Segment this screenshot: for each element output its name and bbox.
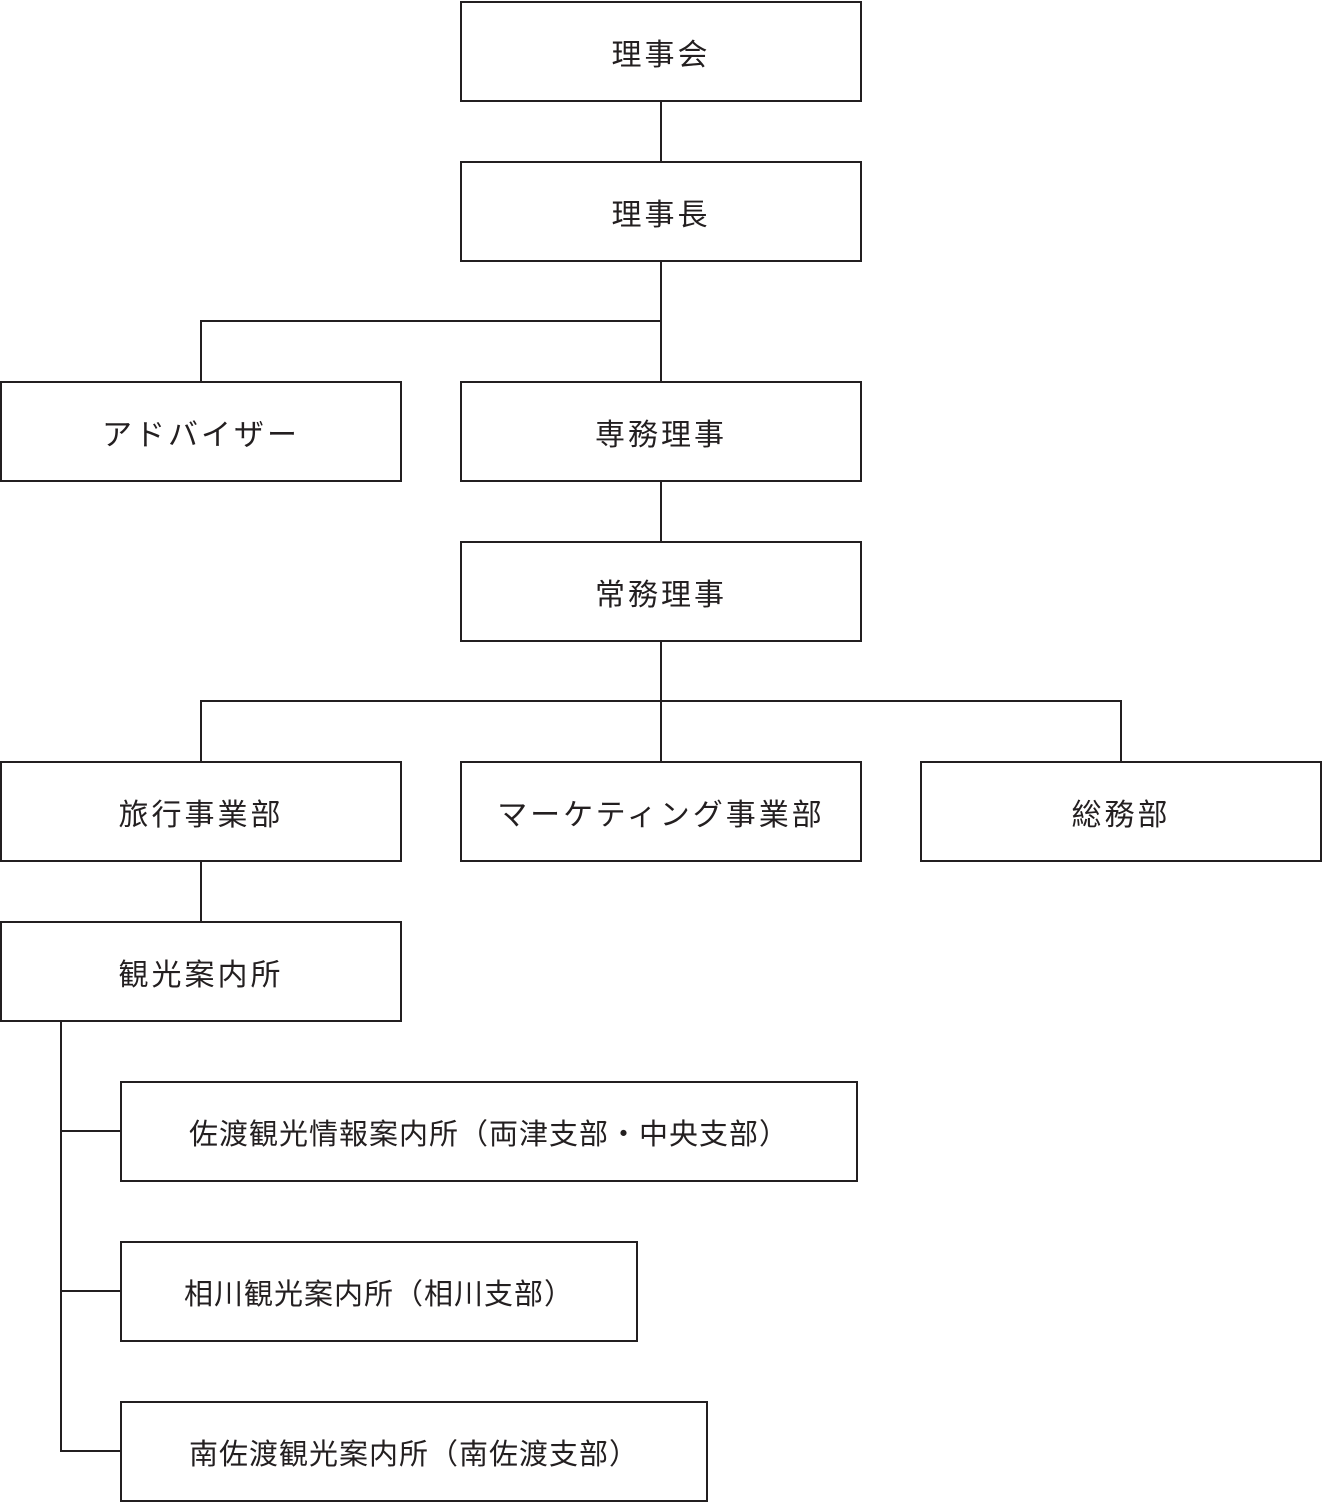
sado-info-center-box: 佐渡観光情報案内所（両津支部・中央支部） — [120, 1081, 858, 1182]
board-box: 理事会 — [460, 1, 862, 102]
senior-managing-director-label: 専務理事 — [595, 417, 727, 453]
connector-info-trunk — [60, 1020, 62, 1452]
senior-managing-director-box: 専務理事 — [460, 381, 862, 482]
connector-board-chairman — [660, 100, 662, 162]
connector-travel-info — [200, 860, 202, 922]
chairman-box: 理事長 — [460, 161, 862, 262]
aikawa-info-center-box: 相川観光案内所（相川支部） — [120, 1241, 638, 1342]
chairman-label: 理事長 — [611, 197, 711, 233]
tourist-info-center-box: 観光案内所 — [0, 921, 402, 1022]
connector-sado-branch — [60, 1130, 122, 1132]
connector-divisions-bar — [200, 700, 1122, 702]
connector-aikawa-branch — [60, 1290, 122, 1292]
advisor-label: アドバイザー — [102, 417, 300, 453]
minamisado-info-center-box: 南佐渡観光案内所（南佐渡支部） — [120, 1401, 708, 1502]
board-label: 理事会 — [611, 37, 711, 73]
marketing-division-box: マーケティング事業部 — [460, 761, 862, 862]
connector-general-drop — [1120, 700, 1122, 762]
connector-travel-drop — [200, 700, 202, 762]
connector-minamisado-branch — [60, 1450, 122, 1452]
tourist-info-center-label: 観光案内所 — [118, 957, 284, 993]
connector-senior-managing — [660, 480, 662, 542]
general-affairs-division-label: 総務部 — [1071, 797, 1171, 833]
connector-advisor-branch — [200, 320, 662, 322]
advisor-box: アドバイザー — [0, 381, 402, 482]
general-affairs-division-box: 総務部 — [920, 761, 1322, 862]
aikawa-info-center-label: 相川観光案内所（相川支部） — [183, 1276, 574, 1311]
marketing-division-label: マーケティング事業部 — [497, 797, 825, 833]
travel-division-box: 旅行事業部 — [0, 761, 402, 862]
managing-director-label: 常務理事 — [595, 577, 727, 613]
sado-info-center-label: 佐渡観光情報案内所（両津支部・中央支部） — [188, 1116, 789, 1151]
managing-director-box: 常務理事 — [460, 541, 862, 642]
minamisado-info-center-label: 南佐渡観光案内所（南佐渡支部） — [188, 1436, 639, 1471]
connector-advisor-drop — [200, 320, 202, 382]
travel-division-label: 旅行事業部 — [118, 797, 284, 833]
